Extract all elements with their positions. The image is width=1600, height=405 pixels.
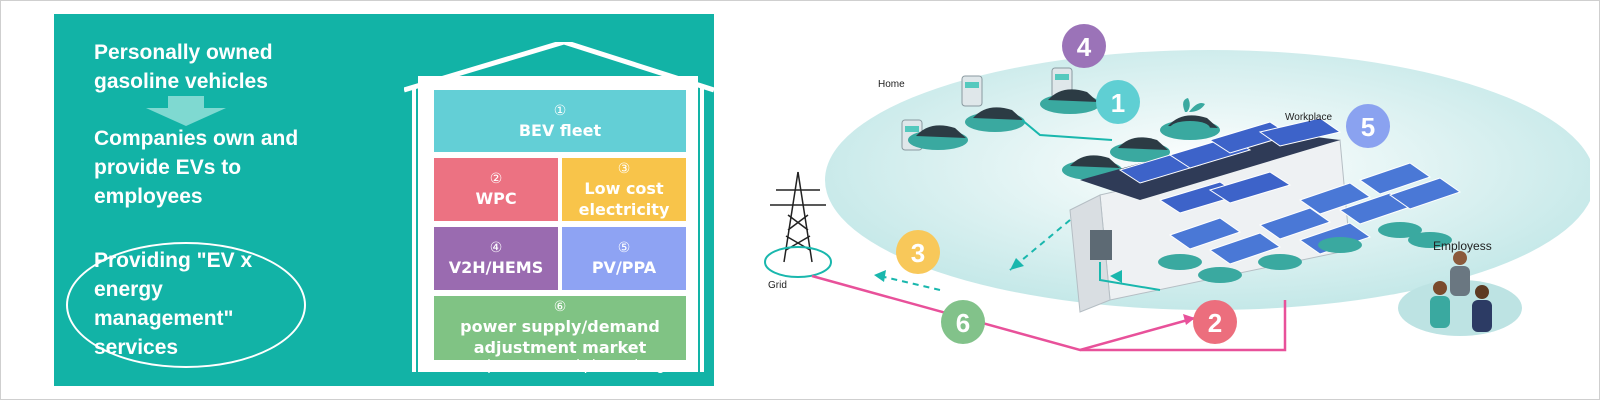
label-home: Home [878, 79, 905, 90]
concept-panel: Personally owned gasoline vehicles Compa… [54, 14, 715, 386]
svg-text:4: 4 [1077, 32, 1092, 62]
car-icon [1198, 267, 1242, 283]
teal-dashed-flow [1009, 219, 1071, 271]
svg-text:5: 5 [1361, 112, 1375, 142]
pink-flow-return [1250, 300, 1287, 352]
box-v2h-hems: ④ V2H/HEMS [434, 227, 558, 290]
box-label: Low cost electricity [578, 178, 670, 219]
car-icon [1158, 254, 1202, 270]
car-icon [1408, 232, 1452, 248]
badge-2: 2 [1193, 300, 1237, 344]
box-label: power supply/demand adjustment market [460, 317, 660, 357]
box-bev-fleet: ① BEV fleet [434, 90, 686, 152]
badge-3: 3 [896, 230, 940, 274]
services-oval [66, 242, 306, 368]
box-label: PV/PPA [591, 258, 657, 277]
eco-car-icon [1170, 98, 1210, 135]
grid-ring [764, 246, 832, 278]
charger-icon [961, 75, 983, 107]
solar-panels [1118, 117, 1342, 214]
energy-scene: Home Workplace Grid Employess 1 2 3 4 5 … [764, 24, 1595, 352]
label-employees: Employess [1433, 239, 1492, 253]
svg-text:3: 3 [911, 238, 925, 268]
down-arrow-icon [146, 96, 226, 126]
box-number: ② [489, 171, 503, 187]
car-icon [908, 125, 968, 150]
badge-6: 6 [941, 300, 985, 344]
illustration-panel: Home Workplace Grid Employess 1 2 3 4 5 … [740, 0, 1595, 400]
house-diagram: ① BEV fleet ② WPC ③ Low cost electricity… [404, 42, 734, 382]
box-number: ⑥ [553, 299, 567, 315]
badge-1: 1 [1096, 80, 1140, 124]
svg-text:6: 6 [956, 308, 970, 338]
car-icon [1110, 137, 1170, 162]
box-wpc: ② WPC [434, 158, 558, 221]
teal-flow [1099, 262, 1161, 291]
car-icon [965, 107, 1025, 132]
svg-text:1: 1 [1111, 88, 1125, 118]
teal-dashed-flow-2 [879, 275, 941, 291]
svg-text:2: 2 [1208, 308, 1222, 338]
label-grid: Grid [768, 280, 787, 291]
box-power-market: ⑥ power supply/demand adjustment market [434, 296, 686, 360]
box-label: V2H/HEMS [448, 258, 544, 277]
services-text: Providing "EV x energy management" servi… [94, 249, 253, 359]
box-low-cost-electricity: ③ Low cost electricity [562, 158, 686, 221]
car-icon [1378, 222, 1422, 238]
badge-4: 4 [1062, 24, 1106, 68]
car-icon [1040, 89, 1100, 114]
box-label: BEV fleet [518, 120, 602, 140]
badge-5: 5 [1346, 104, 1390, 148]
car-icon [1258, 254, 1302, 270]
employees-icon [1430, 251, 1492, 332]
box-pv-ppa: ⑤ PV/PPA [562, 227, 686, 290]
box-number: ③ [617, 160, 631, 177]
box-number: ⑤ [617, 240, 631, 256]
transmission-tower-icon [770, 171, 826, 263]
before-text: Personally owned gasoline vehicles [94, 41, 273, 93]
footnote: *) WPC = Workplace Charge [482, 357, 674, 374]
car-icon [1318, 237, 1362, 253]
label-workplace: Workplace [1285, 112, 1332, 123]
box-number: ① [553, 102, 567, 119]
box-number: ④ [489, 240, 503, 256]
box-label: WPC [475, 189, 517, 208]
carport-solar [1168, 162, 1462, 265]
after-text: Companies own and provide EVs to employe… [94, 127, 299, 208]
